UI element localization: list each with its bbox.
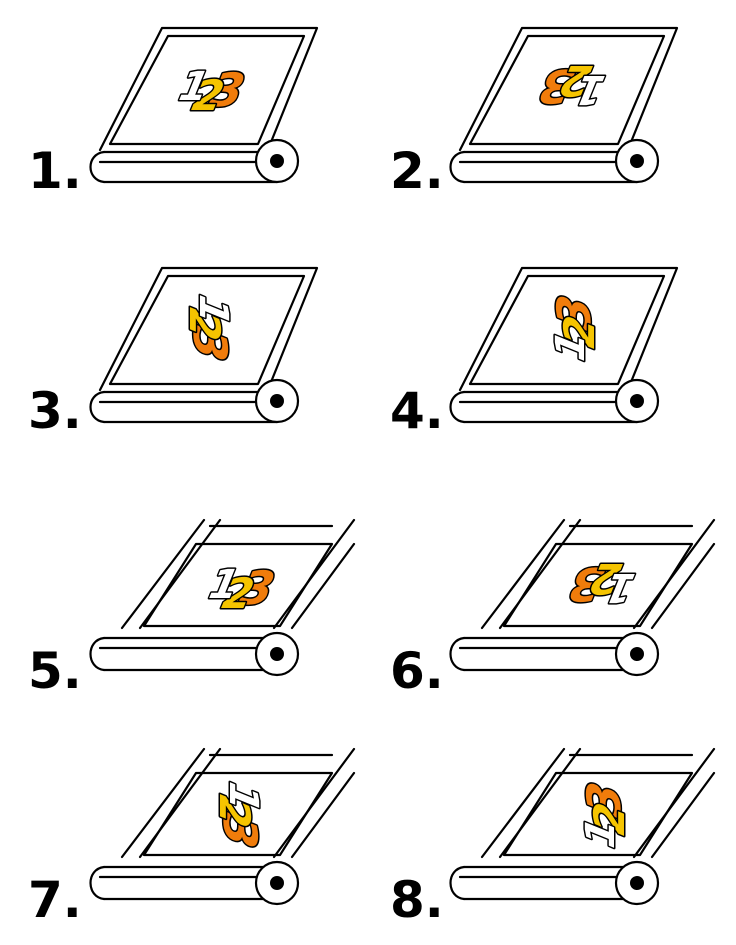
roll-core — [630, 154, 644, 168]
print-area-frame — [108, 34, 306, 146]
option-5: 321 5. — [28, 518, 356, 700]
print-area-frame — [142, 542, 334, 628]
option-label: 3. — [28, 382, 82, 440]
number-sticker-icon: 321 — [178, 290, 239, 367]
paper-web-edges — [120, 518, 356, 630]
roll-bar — [98, 636, 279, 672]
print-area-frame — [502, 771, 694, 857]
print-area-frame — [468, 34, 666, 146]
roll-core — [270, 876, 284, 890]
number-sticker-icon: 321 — [545, 289, 606, 366]
option-label: 2. — [390, 142, 444, 200]
roll-left-cap — [89, 636, 106, 672]
roll-core — [630, 394, 644, 408]
option-4: 321 4. — [390, 266, 679, 440]
roll-left-cap — [89, 150, 106, 184]
roll-bar — [458, 150, 639, 184]
roll-left-cap — [449, 636, 466, 672]
roll-bar — [98, 865, 279, 901]
digit-3-glyph: 3 — [535, 59, 578, 112]
paper-web-edges — [120, 747, 356, 859]
paper-sheet — [98, 266, 319, 394]
roll-left-cap — [449, 150, 466, 184]
number-sticker-icon: 321 — [533, 54, 610, 115]
option-label: 8. — [390, 871, 444, 929]
option-8: 321 8. — [390, 747, 716, 929]
roll-bar — [98, 390, 279, 424]
roll-core — [270, 647, 284, 661]
number-sticker-icon: 321 — [208, 777, 269, 854]
paper-sheet — [98, 26, 319, 154]
roll-left-cap — [449, 390, 466, 424]
option-label: 5. — [28, 642, 82, 700]
option-3: 321 3. — [28, 266, 319, 440]
paper-web-edges — [480, 518, 716, 630]
print-area-frame — [142, 771, 334, 857]
option-label: 1. — [28, 142, 82, 200]
roll-left-cap — [89, 390, 106, 424]
paper-sheet — [458, 26, 679, 154]
option-label: 7. — [28, 871, 82, 929]
roll-core — [270, 154, 284, 168]
option-1: 321 1. — [28, 26, 319, 200]
option-7: 321 7. — [28, 747, 356, 929]
roll-left-cap — [449, 865, 466, 901]
roll-core — [270, 394, 284, 408]
option-label: 4. — [390, 382, 444, 440]
number-sticker-icon: 321 — [575, 776, 636, 853]
option-6: 321 6. — [390, 518, 716, 700]
roll-bar — [458, 636, 639, 672]
paper-web-edges — [480, 747, 716, 859]
roll-core — [630, 876, 644, 890]
option-2: 321 2. — [390, 26, 679, 200]
number-sticker-icon: 321 — [204, 559, 281, 620]
roll-bar — [458, 865, 639, 901]
print-area-frame — [468, 274, 666, 386]
paper-sheet — [458, 266, 679, 394]
roll-bar — [458, 390, 639, 424]
number-sticker-icon: 321 — [563, 552, 640, 613]
option-label: 6. — [390, 642, 444, 700]
print-area-frame — [108, 274, 306, 386]
number-sticker-icon: 321 — [174, 61, 251, 122]
roll-core — [630, 647, 644, 661]
print-area-frame — [502, 542, 694, 628]
roll-left-cap — [89, 865, 106, 901]
roll-bar — [98, 150, 279, 184]
